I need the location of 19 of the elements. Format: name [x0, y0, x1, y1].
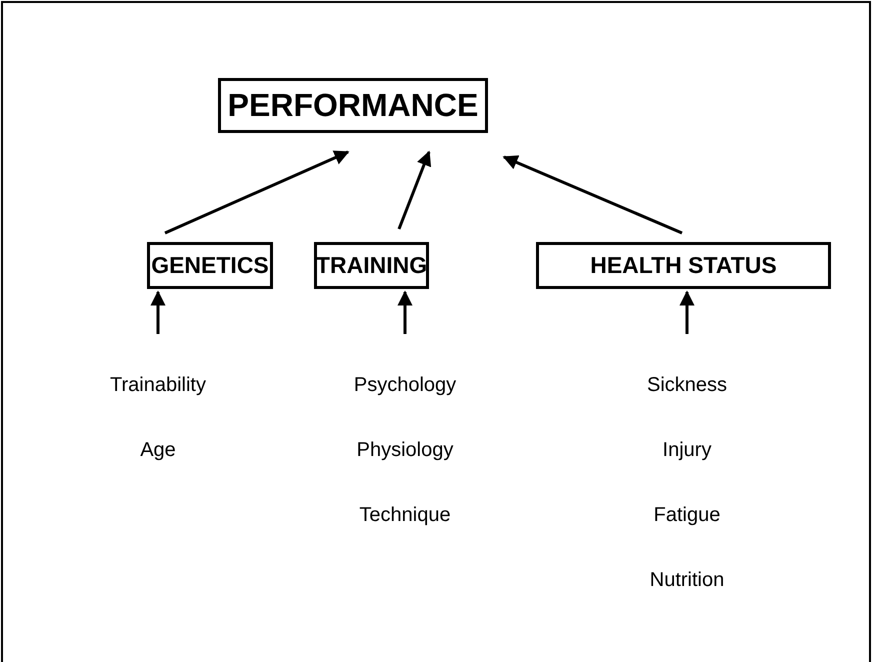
factor-label: Injury [662, 438, 712, 463]
heading-box: GENETICS [147, 242, 273, 289]
factor-label: Fatigue [654, 503, 720, 528]
arrow [398, 150, 432, 230]
arrow [164, 150, 350, 234]
arrow [680, 290, 694, 334]
factor-label: Age [140, 438, 176, 463]
heading-box: HEALTH STATUS [536, 242, 831, 289]
heading-box: TRAINING [314, 242, 429, 289]
factor-label: Sickness [646, 373, 728, 398]
factor-label: Technique [359, 503, 451, 528]
heading-box: PERFORMANCE [218, 78, 488, 133]
factor-label: Physiology [356, 438, 454, 463]
factor-label: Trainability [110, 373, 206, 398]
factor-label: Nutrition [650, 568, 724, 593]
arrow [150, 290, 166, 334]
arrow [502, 155, 683, 234]
arrow [398, 290, 412, 334]
factor-label: Psychology [354, 373, 456, 398]
